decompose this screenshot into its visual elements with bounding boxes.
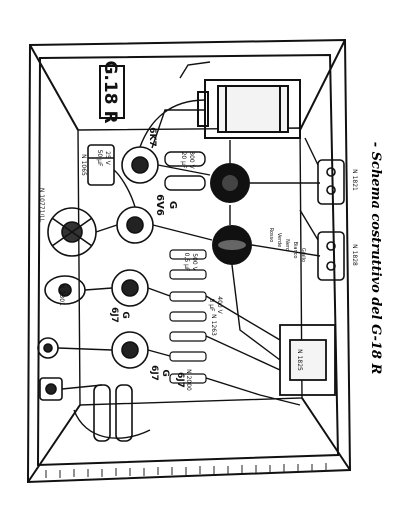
ref-label-n2301: N 2301 (58, 284, 65, 306)
terminal-block-lower (317, 231, 345, 281)
paper-capacitor-bottom-2 (115, 384, 133, 442)
tube-label-2: 6V6 (154, 194, 165, 216)
tube-label-2-suffix: G (167, 201, 178, 209)
power-transformer (197, 79, 301, 139)
tube-label-1: 6K7 (147, 127, 157, 147)
ref-label-n1821: N 1821 (351, 169, 358, 191)
volume-potentiometer (44, 275, 86, 305)
filter-capacitor-can (210, 163, 250, 203)
tube-socket-2 (116, 206, 154, 244)
terminal-block-upper (317, 159, 345, 205)
tube-label-4: 6J7 (149, 365, 159, 381)
value-label-20uf: 20 µF (180, 152, 187, 169)
ref-label-n2000: N 2000 (185, 369, 192, 391)
value-label-400v: 400 V (216, 296, 223, 314)
if-transformer-can (87, 144, 115, 186)
wire-color-verde: Verde (276, 233, 282, 247)
value-label-300v: 300 V (188, 151, 195, 169)
model-badge: G.18 R (99, 60, 125, 124)
value-label-25v: 25 V (104, 151, 111, 166)
tube-label-5: 6J7 (175, 372, 185, 388)
ref-label-n1828: N 1828 (351, 244, 358, 266)
wire-color-rosso: Rosso (268, 228, 274, 243)
wiring (57, 61, 321, 439)
wire-color-giallo: Giallo (300, 248, 306, 262)
wire-color-bianco: Bianco (292, 242, 298, 259)
value-label-500v: 500 V (191, 253, 198, 271)
tube-label-3: 6J7 (109, 307, 119, 323)
tube-socket-4 (111, 331, 149, 369)
paper-capacitor-bottom-1 (93, 384, 111, 442)
rectifier-socket (212, 225, 252, 265)
cabinet-base-hatching (45, 463, 327, 478)
figure-caption: - Schema costruttivo del G-18 R (368, 142, 383, 375)
value-label-50uf: 50 µF (96, 150, 103, 167)
model-badge-text: G.18 R (100, 60, 120, 123)
ref-label-n1065: N 1065 (80, 154, 87, 176)
ref-label-n1825: N 1825 (296, 349, 303, 371)
tube-label-4-suffix: G (160, 369, 170, 376)
ref-label-n10771: N 10771/LL (38, 188, 45, 223)
electrolytic-capacitor-top (164, 151, 206, 191)
tube-socket-3 (111, 269, 149, 307)
value-label-8uf: 8 µF (208, 299, 215, 313)
ref-label-n1263: N 1263 (210, 314, 217, 336)
power-switch (39, 377, 63, 401)
output-transformer (279, 324, 336, 396)
tube-socket-1 (121, 146, 159, 184)
tone-control (37, 337, 59, 359)
wire-color-nero: Nero (284, 239, 290, 251)
tuning-gang (47, 207, 97, 257)
value-label-05uf: 0,5 µF (183, 253, 190, 272)
tube-label-3-suffix: G (120, 311, 130, 318)
